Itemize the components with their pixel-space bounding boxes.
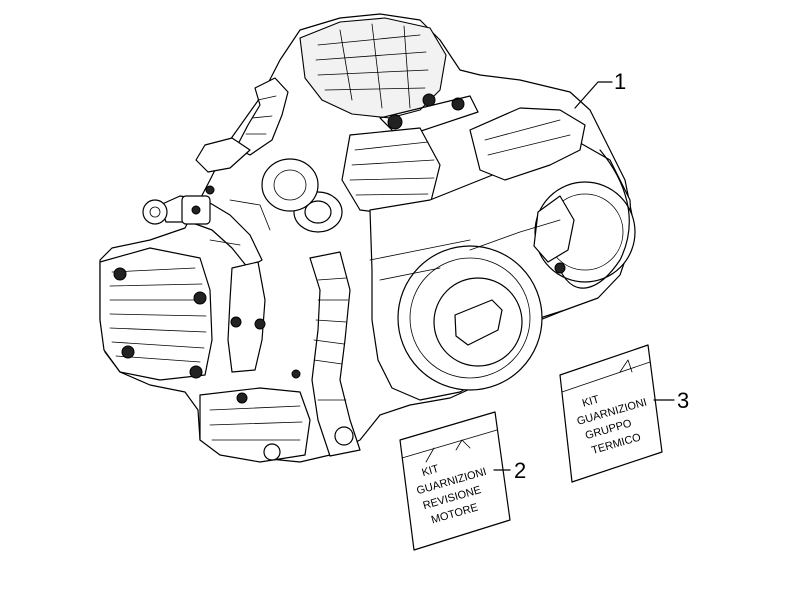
wiring-harness [559, 149, 630, 289]
bag-2-seal [401, 429, 498, 459]
exhaust-bands [313, 277, 349, 401]
callout-1[interactable]: 1 [574, 69, 626, 109]
side-cover-fins [109, 267, 207, 363]
cover-detail-lines [369, 219, 561, 281]
callout-number-2: 2 [514, 458, 526, 483]
upper-coolant-hose [235, 77, 289, 156]
pipe-flange-bore [149, 206, 161, 218]
gasket-bag-3 [559, 344, 663, 483]
air-duct-ribs [484, 119, 571, 156]
misc-detail-lines [209, 199, 271, 246]
sensor-2 [205, 185, 215, 195]
block-bolt-4 [236, 392, 248, 404]
bag-2-line-1: KIT [421, 463, 441, 479]
sump-ribs [209, 405, 303, 441]
gasket-kit-engine-overhaul[interactable]: KIT GUARNIZIONI REVISIONE MOTORE [399, 411, 511, 551]
air-duct [469, 107, 586, 181]
callout-3[interactable]: 3 [653, 388, 689, 413]
lower-coolant-pipe [227, 261, 266, 373]
upper-left-hose [195, 137, 251, 173]
variator-bracket [533, 195, 575, 263]
harness-clip [554, 262, 566, 274]
oil-filter-cap [334, 426, 354, 446]
callout-number-3: 3 [677, 388, 689, 413]
cover-bolt-2 [121, 345, 135, 359]
gasket-bag-2 [399, 411, 511, 551]
exhaust-pipe [309, 251, 361, 457]
drain-plug [263, 443, 281, 461]
block-bolt-1 [230, 316, 242, 328]
bag-3-scribble [619, 359, 633, 373]
pipe-flange [142, 199, 168, 225]
callout-2[interactable]: 2 [493, 458, 526, 483]
bag-3-line-1: KIT [581, 393, 601, 409]
sensor-1 [191, 205, 201, 215]
clutch-cover-rim [409, 257, 531, 379]
bag-3-seal [561, 361, 651, 393]
intake-manifold [261, 158, 319, 212]
cover-bolt-1 [113, 267, 127, 281]
leader-line-1 [574, 81, 613, 109]
throttle-bore [304, 200, 332, 224]
block-bolt-3 [291, 369, 301, 379]
head-bolt-3 [422, 93, 436, 107]
intake-bore [273, 169, 307, 201]
hose-ribs [245, 95, 277, 135]
cover-bolt-3 [193, 291, 207, 305]
head-bolt-1 [387, 114, 403, 130]
engine-assembly-drawing[interactable] [99, 13, 636, 463]
clutch-hub-slot [454, 299, 503, 346]
head-bolt-2 [451, 97, 465, 111]
block-bolt-2 [254, 318, 266, 330]
barrel-fins [349, 141, 435, 196]
head-ribs [339, 23, 411, 109]
bag-2-scribble [425, 439, 471, 463]
gasket-kit-cylinder-group[interactable]: KIT GUARNIZIONI GRUPPO TERMICO [559, 344, 663, 483]
cover-bolt-4 [189, 365, 203, 379]
callout-number-1: 1 [614, 69, 626, 94]
head-fins [315, 34, 429, 91]
